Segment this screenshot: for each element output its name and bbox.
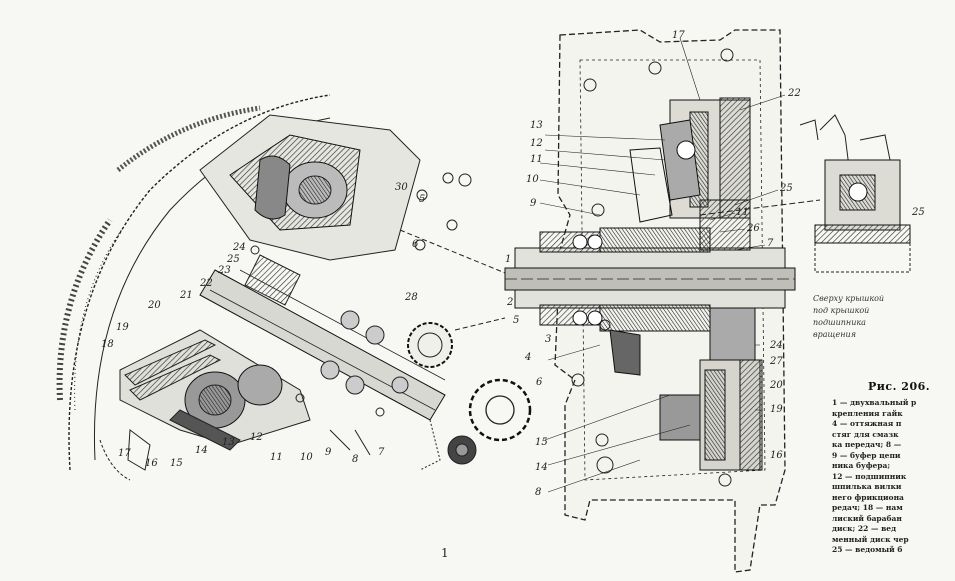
caption-line: менный диск чер (832, 534, 909, 544)
callout-r24: 24 (769, 340, 783, 351)
callout-10: 10 (300, 452, 313, 463)
callout-18: 18 (101, 339, 114, 350)
callout-r19: 19 (770, 404, 783, 415)
callout-r25: 25 (779, 183, 793, 194)
callout-14: 14 (195, 445, 208, 456)
callout-r4: 4 (524, 352, 531, 363)
figure-caption: 1 — двухвальный р крепления гайк 4 — отт… (832, 398, 952, 556)
callout-9: 9 (325, 447, 332, 458)
callout-r5: 5 (513, 315, 519, 326)
callout-20: 20 (147, 300, 161, 311)
callout-r26: 26 (746, 223, 760, 234)
callout-r16: 16 (770, 450, 783, 461)
inset-note: Сверху крышкой под крышкой подшипника вр… (813, 293, 903, 341)
callout-22: 22 (199, 278, 213, 289)
callout-r22: 22 (787, 88, 801, 99)
callout-11: 11 (270, 452, 283, 463)
right-callout-labels: 17 22 13 12 11 10 9 25 11 26 7 24 27 20 … (505, 30, 925, 498)
caption-line: стяг для смазк (832, 429, 899, 439)
callout-r13: 13 (530, 120, 543, 131)
callout-r1: 1 (505, 254, 511, 265)
left-assembly (56, 94, 532, 481)
inset-note-line: подшипника (813, 318, 866, 327)
caption-line: лиский барабан (832, 513, 902, 523)
callout-6: 6 (412, 239, 419, 250)
callout-5: 5 (419, 194, 425, 205)
bottom-mark: 1 (441, 546, 449, 560)
callout-13: 13 (222, 437, 235, 448)
callout-r8: 8 (535, 487, 541, 498)
callout-25: 25 (226, 254, 240, 265)
callout-r9: 9 (530, 198, 537, 209)
callout-r11: 11 (530, 154, 543, 165)
callout-r27: 27 (769, 356, 783, 367)
callout-16: 16 (145, 458, 158, 469)
callout-r2: 2 (506, 297, 513, 308)
caption-line: 9 — буфер цепи (832, 450, 901, 460)
callout-12: 12 (250, 432, 263, 443)
caption-line: диск; 22 — вед (832, 524, 897, 533)
caption-line: него фрикциона (832, 492, 904, 502)
inset-note-line: под крышкой (813, 306, 870, 315)
callout-28: 28 (404, 292, 418, 303)
caption-line: шпилька вилки (832, 482, 902, 491)
callout-r17: 17 (672, 30, 685, 41)
callout-r12: 12 (530, 138, 543, 149)
callout-19: 19 (116, 322, 129, 333)
right-assembly (504, 29, 821, 573)
callout-15: 15 (170, 458, 183, 469)
callout-21: 21 (179, 290, 193, 301)
callout-r15: 15 (535, 437, 548, 448)
callout-23: 23 (217, 265, 231, 276)
caption-line: 4 — оттяжная п (832, 419, 902, 428)
inset-note-line: Сверху крышкой (813, 294, 885, 303)
callout-24: 24 (232, 242, 246, 253)
callout-r11b: 11 (736, 207, 749, 218)
caption-line: 1 — двухвальный р (832, 398, 917, 407)
caption-line: крепления гайк (832, 408, 903, 418)
caption-line: ника буфера; (832, 461, 891, 470)
callout-r20: 20 (769, 380, 783, 391)
callout-8: 8 (352, 454, 358, 465)
callout-30: 30 (395, 182, 408, 193)
callout-17: 17 (118, 448, 131, 459)
left-callout-labels: 30 5 6 28 24 25 23 22 21 20 19 18 17 16 … (101, 182, 425, 469)
callout-r10: 10 (526, 174, 539, 185)
inset-note-line: вращения (813, 330, 857, 339)
inset-detail (799, 114, 911, 273)
caption-line: ка передач; 8 — (832, 440, 902, 449)
callout-r6: 6 (536, 377, 543, 388)
caption-line: редач; 18 — нам (832, 503, 903, 512)
callout-7: 7 (378, 447, 385, 458)
caption-line: 25 — ведомый б (832, 545, 903, 554)
callout-inset-25: 25 (911, 207, 925, 218)
caption-line: 12 — подшипник (832, 471, 907, 481)
callout-r7: 7 (767, 238, 774, 249)
callout-r3: 3 (545, 334, 551, 345)
callout-r14: 14 (535, 462, 548, 473)
figure-title: Рис. 206. (868, 380, 931, 393)
